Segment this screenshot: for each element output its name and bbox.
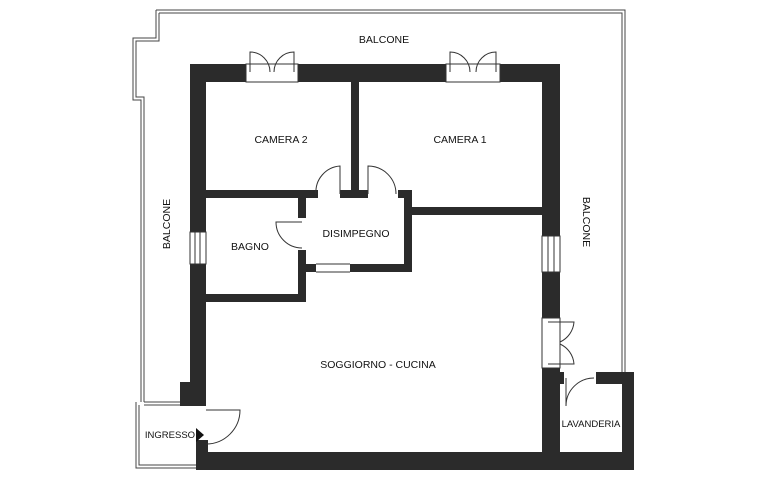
- label-ingresso: INGRESSO: [145, 430, 195, 441]
- door-swings: [205, 51, 595, 445]
- label-balcone-left: BALCONE: [161, 199, 173, 249]
- label-balcone-top: BALCONE: [359, 34, 409, 46]
- windows: [189, 63, 561, 369]
- label-camera-2: CAMERA 2: [254, 134, 307, 146]
- label-camera-1: CAMERA 1: [433, 134, 486, 146]
- entrance-arrow: [196, 428, 204, 442]
- label-balcone-right: BALCONE: [580, 197, 592, 247]
- walls: [180, 64, 634, 470]
- balcony-railing: [132, 9, 626, 469]
- label-disimpegno: DISIMPEGNO: [322, 228, 389, 240]
- label-soggiorno-cucina: SOGGIORNO - CUCINA: [320, 359, 436, 371]
- label-bagno: BAGNO: [231, 241, 269, 253]
- label-lavanderia: LAVANDERIA: [562, 419, 621, 430]
